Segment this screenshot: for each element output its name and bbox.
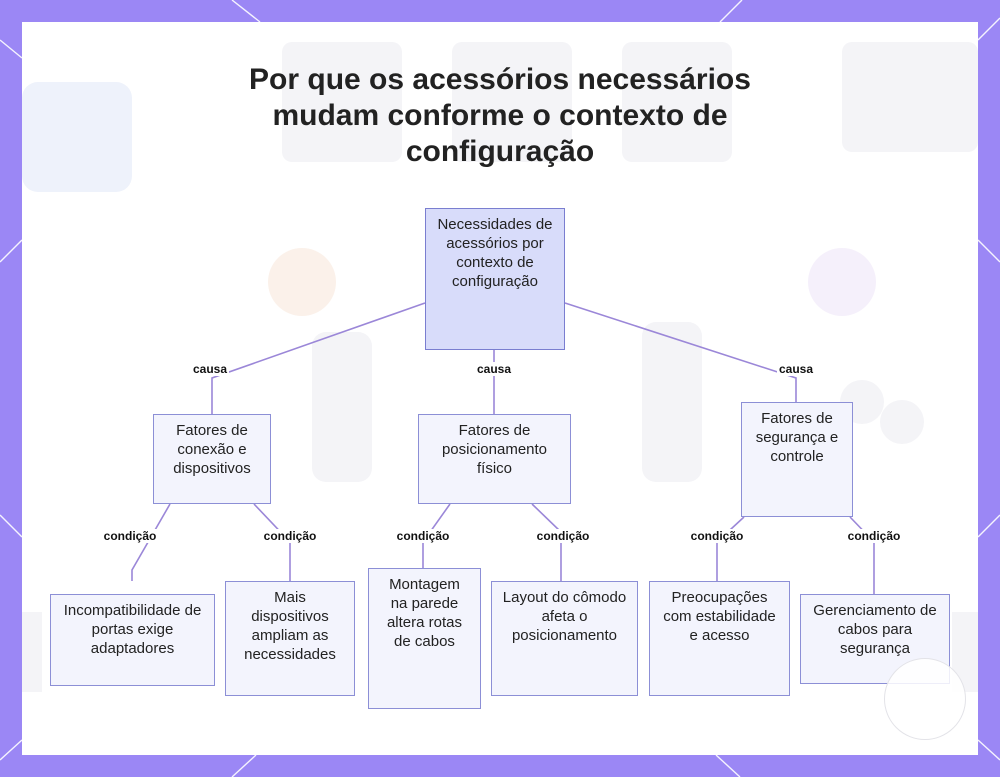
- edge-label-causa: causa: [776, 362, 816, 376]
- watermark-logo: [884, 658, 966, 740]
- edge-root-seguranca: [564, 302, 797, 402]
- node-fatores-conexao: Fatores de conexão e dispositivos: [153, 414, 271, 504]
- edge-label-causa: causa: [190, 362, 230, 376]
- node-mais-dispositivos: Mais dispositivos ampliam as necessidade…: [225, 581, 355, 696]
- edge-label-condicao: condição: [845, 529, 903, 543]
- edge-root-conexao: [211, 302, 426, 414]
- edge-label-condicao: condição: [101, 529, 159, 543]
- diagram-title: Por que os acessórios necessários mudam …: [249, 63, 751, 168]
- node-fatores-seguranca: Fatores de segurança e controle: [741, 402, 853, 517]
- edge-conexao-incompatibilidade: [131, 503, 171, 581]
- node-preocupacoes: Preocupações com estabilidade e acesso: [649, 581, 790, 696]
- node-root: Necessidades de acessórios por contexto …: [425, 208, 565, 350]
- edge-seguranca-preocupacoes: [716, 516, 745, 581]
- node-fatores-posicionamento: Fatores de posicionamento físico: [418, 414, 571, 504]
- node-incompatibilidade: Incompatibilidade de portas exige adapta…: [50, 594, 215, 686]
- edge-label-condicao: condição: [394, 529, 452, 543]
- background-ghost-image: [22, 42, 978, 692]
- edge-label-causa: causa: [474, 362, 514, 376]
- edge-label-condicao: condição: [688, 529, 746, 543]
- node-gerenciamento-cabos: Gerenciamento de cabos para segurança: [800, 594, 950, 684]
- edge-label-condicao: condição: [261, 529, 319, 543]
- diagram-card: Por que os acessórios necessários mudam …: [22, 22, 978, 755]
- node-layout-comodo: Layout do cômodo afeta o posicionamento: [491, 581, 638, 696]
- node-montagem-parede: Montagem na parede altera rotas de cabos: [368, 568, 481, 709]
- edge-label-condicao: condição: [534, 529, 592, 543]
